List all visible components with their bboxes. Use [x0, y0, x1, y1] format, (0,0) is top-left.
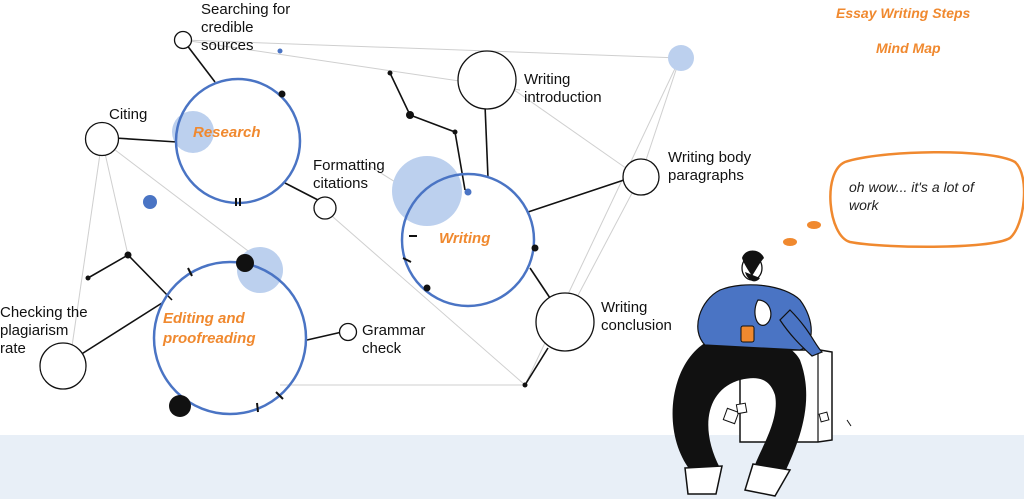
- dot-blue-left: [143, 195, 157, 209]
- small-dot-4: [124, 251, 132, 259]
- dot-blue-top: [277, 48, 283, 54]
- node-citing-circle: [84, 121, 120, 157]
- node-conclusion-circle: [535, 292, 595, 352]
- small-dot-6: [522, 382, 528, 388]
- node-formatting-circle: [313, 196, 337, 220]
- node-checking-circle: [39, 342, 87, 390]
- floor-band: [0, 435, 1024, 499]
- ring-dot-editing-big: [236, 254, 254, 272]
- node-body-circle: [622, 158, 660, 196]
- node-grammar-circle: [338, 322, 358, 342]
- node-grammar-label: Grammar check: [362, 322, 426, 357]
- ring-dot-writing-b: [531, 244, 539, 252]
- title-line-1: Essay Writing Steps: [836, 5, 971, 21]
- node-introduction-circle: [457, 50, 517, 110]
- node-conclusion-label: Writing conclusion: [601, 299, 672, 334]
- node-body-label: Writing body paragraphs: [668, 149, 752, 184]
- node-searching-label: Searching for credible sources: [201, 1, 291, 54]
- research-ring: [174, 77, 302, 205]
- blob-writing: [392, 156, 462, 226]
- hub-editing-label: Editing and proofreading: [163, 310, 256, 347]
- bubble-dot-1: [783, 238, 797, 246]
- node-introduction-label: Writing introduction: [524, 71, 602, 106]
- ring-dot-writing-a: [423, 284, 431, 292]
- writing-ring: [400, 172, 536, 308]
- small-dot-1: [387, 70, 393, 76]
- blob-research: [172, 111, 214, 153]
- ring-marks: [187, 198, 417, 413]
- bubble-dot-2: [807, 221, 821, 229]
- node-checking-label: Checking the plagiarism rate: [0, 304, 88, 357]
- node-searching-circle: [173, 30, 193, 50]
- editing-ring: [152, 260, 308, 416]
- blob-top-right: [668, 45, 694, 71]
- title-line-2: Mind Map: [876, 40, 941, 56]
- thought-bubble: [829, 151, 1024, 249]
- small-dot-2: [406, 111, 414, 119]
- node-citing-label: Citing: [109, 106, 148, 123]
- hub-writing-label: Writing: [439, 230, 491, 247]
- thought-bubble-text: oh wow... it's a lot of work: [849, 179, 974, 213]
- person-illustration: [672, 250, 852, 497]
- hub-research-label: Research: [193, 124, 261, 141]
- ring-dot-editing-big2: [169, 395, 191, 417]
- small-dot-3: [452, 129, 458, 135]
- small-dot-5: [85, 275, 91, 281]
- node-formatting-label: Formatting citations: [313, 157, 385, 192]
- dot-blue-writing: [464, 188, 472, 196]
- ring-dot-research: [278, 90, 286, 98]
